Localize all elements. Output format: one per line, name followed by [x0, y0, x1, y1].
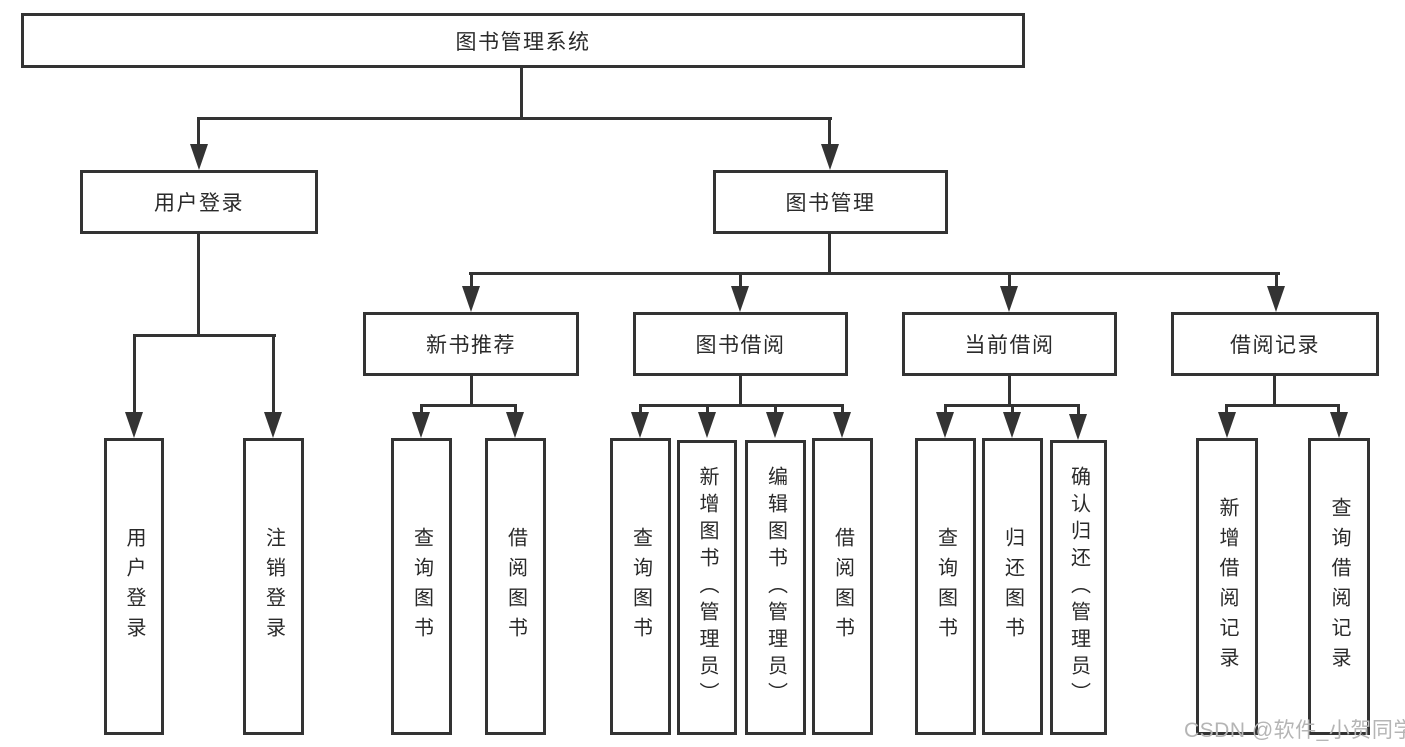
leaf-add-borrow-record: 新增借阅记录 [1196, 438, 1258, 735]
leaf-label: 新增图书（管理员） [696, 466, 718, 709]
connector-line [1337, 404, 1340, 414]
leaf-label: 查询图书 [934, 526, 957, 647]
arrow-down-icon [506, 412, 524, 438]
connector-line [639, 404, 642, 414]
connector-line [197, 117, 832, 120]
connector-line [133, 334, 276, 337]
connector-line [1008, 272, 1011, 288]
connector-line [774, 404, 777, 414]
arrow-down-icon [125, 412, 143, 438]
arrow-down-icon [936, 412, 954, 438]
node-label: 图书管理 [785, 192, 876, 215]
leaf-logout: 注销登录 [243, 438, 304, 735]
connector-line [470, 272, 473, 288]
watermark-text: CSDN @软件_小贺同学 [1184, 719, 1405, 742]
connector-line [1011, 404, 1014, 414]
connector-line [1225, 404, 1340, 407]
connector-line [739, 375, 742, 407]
leaf-confirm-return-admin: 确认归还（管理员） [1050, 440, 1107, 735]
leaf-label: 借阅图书 [504, 526, 527, 647]
leaf-label: 查询图书 [629, 526, 652, 647]
connector-line [1077, 404, 1080, 414]
leaf-label: 新增借阅记录 [1216, 496, 1238, 677]
connector-line [470, 375, 473, 407]
leaf-user-login: 用户登录 [104, 438, 164, 735]
connector-line [706, 404, 709, 414]
node-book-management: 图书管理 [713, 170, 948, 234]
arrow-down-icon [1000, 286, 1018, 312]
node-label: 当前借阅 [964, 334, 1055, 357]
node-user-login: 用户登录 [80, 170, 318, 234]
node-root: 图书管理系统 [21, 13, 1025, 68]
connector-line [828, 117, 831, 147]
leaf-label: 归还图书 [1001, 526, 1024, 647]
connector-line [272, 334, 275, 414]
connector-line [1273, 375, 1276, 407]
leaf-borrow-books-2: 借阅图书 [812, 438, 873, 735]
leaf-label: 用户登录 [123, 526, 145, 647]
leaf-query-books-2: 查询图书 [610, 438, 671, 735]
connector-line [514, 404, 517, 414]
connector-line [739, 272, 742, 288]
arrow-down-icon [698, 412, 716, 438]
connector-line [841, 404, 844, 414]
leaf-label: 查询图书 [410, 526, 433, 647]
node-label: 借阅记录 [1230, 334, 1320, 357]
leaf-add-book-admin: 新增图书（管理员） [677, 440, 737, 735]
arrow-down-icon [1069, 414, 1087, 440]
connector-line [1225, 404, 1228, 414]
connector-line [1275, 272, 1278, 288]
leaf-label: 查询借阅记录 [1328, 496, 1350, 677]
arrow-down-icon [462, 286, 480, 312]
arrow-down-icon [1267, 286, 1285, 312]
connector-line [828, 233, 831, 275]
connector-line [197, 233, 200, 336]
leaf-query-books-3: 查询图书 [915, 438, 976, 735]
arrow-down-icon [821, 144, 839, 170]
leaf-borrow-books-1: 借阅图书 [485, 438, 546, 735]
node-label: 用户登录 [154, 192, 244, 215]
leaf-query-borrow-record: 查询借阅记录 [1308, 438, 1370, 735]
leaf-label: 注销登录 [262, 526, 285, 647]
leaf-return-book: 归还图书 [982, 438, 1043, 735]
arrow-down-icon [190, 144, 208, 170]
leaf-query-books-1: 查询图书 [391, 438, 452, 735]
arrow-down-icon [766, 412, 784, 438]
leaf-edit-book-admin: 编辑图书（管理员） [745, 440, 806, 735]
arrow-down-icon [1330, 412, 1348, 438]
node-label: 新书推荐 [426, 334, 516, 357]
arrow-down-icon [264, 412, 282, 438]
node-current-borrow: 当前借阅 [902, 312, 1117, 376]
node-new-book-recommend: 新书推荐 [363, 312, 579, 376]
connector-line [520, 67, 523, 119]
arrow-down-icon [731, 286, 749, 312]
arrow-down-icon [833, 412, 851, 438]
arrow-down-icon [631, 412, 649, 438]
arrow-down-icon [1003, 412, 1021, 438]
node-borrow-records: 借阅记录 [1171, 312, 1379, 376]
leaf-label: 编辑图书（管理员） [764, 466, 787, 709]
connector-line [469, 272, 1280, 275]
node-label: 图书借阅 [695, 334, 786, 357]
arrow-down-icon [412, 412, 430, 438]
connector-line [1008, 375, 1011, 407]
node-label: 图书管理系统 [455, 30, 591, 54]
arrow-down-icon [1218, 412, 1236, 438]
connector-line [944, 404, 947, 414]
connector-line [197, 117, 200, 147]
connector-line [639, 404, 844, 407]
leaf-label: 借阅图书 [831, 526, 854, 647]
connector-line [420, 404, 423, 414]
node-book-borrow: 图书借阅 [633, 312, 848, 376]
leaf-label: 确认归还（管理员） [1067, 466, 1090, 709]
connector-line [420, 404, 517, 407]
connector-line [133, 334, 136, 414]
